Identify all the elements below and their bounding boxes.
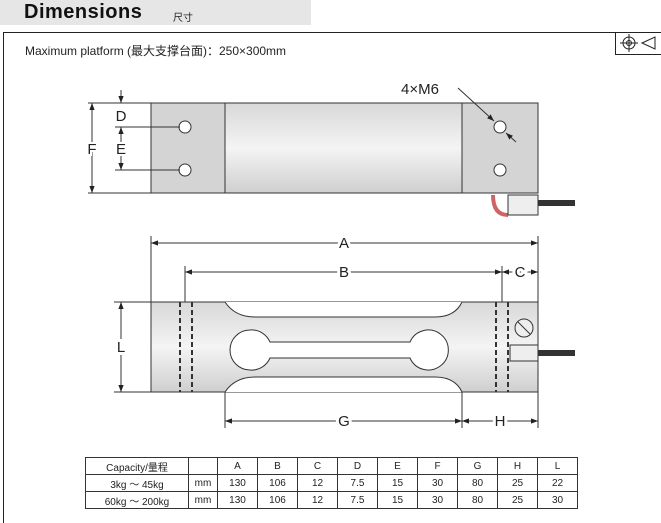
table-cell: 106: [257, 474, 298, 492]
table-cell: 7.5: [337, 474, 378, 492]
table-header: B: [257, 457, 298, 475]
table-cell: 30: [537, 491, 578, 509]
hole-label: 4×M6: [401, 81, 439, 98]
table-cell: 12: [297, 491, 338, 509]
side-view: [114, 236, 575, 428]
max-platform-text: Maximum platform (最大支撑台面)：250×300mm: [25, 44, 287, 58]
top-view: [88, 87, 575, 217]
dim-label-g: G: [338, 413, 350, 430]
table-cell: 22: [537, 474, 578, 492]
dim-label-c: C: [515, 264, 526, 281]
table-header: C: [297, 457, 338, 475]
table-cell: 30: [417, 474, 458, 492]
dim-label-f: F: [87, 141, 96, 158]
dim-label-e: E: [116, 141, 126, 158]
projection-symbol-icon: [615, 32, 661, 55]
dim-label-b: B: [339, 264, 349, 281]
section-header: Dimensions 尺寸: [0, 0, 311, 25]
dim-label-h: H: [495, 413, 506, 430]
table-cell: 15: [377, 491, 418, 509]
dim-label-d: D: [116, 108, 127, 125]
table-header: G: [457, 457, 498, 475]
table-header: E: [377, 457, 418, 475]
section-title: Dimensions: [24, 1, 143, 23]
section-subtitle: 尺寸: [173, 13, 193, 24]
table-cell: 130: [217, 474, 258, 492]
dim-label-a: A: [339, 235, 349, 252]
table-cell: 12: [297, 474, 338, 492]
table-cell: 130: [217, 491, 258, 509]
table-header: Capacity/量程: [85, 457, 189, 475]
table-cell: mm: [188, 491, 218, 509]
table-header: H: [497, 457, 538, 475]
table-cell: 80: [457, 491, 498, 509]
dim-label-l: L: [117, 339, 125, 356]
table-cell: 25: [497, 474, 538, 492]
table-header: F: [417, 457, 458, 475]
drawing-frame: [3, 32, 661, 523]
table-cell: 106: [257, 491, 298, 509]
table-header: A: [217, 457, 258, 475]
table-cell: 25: [497, 491, 538, 509]
table-cell: 15: [377, 474, 418, 492]
table-header: L: [537, 457, 578, 475]
table-header: [188, 457, 218, 475]
table-cell: 3kg ～ 45kg: [85, 474, 189, 492]
table-header: D: [337, 457, 378, 475]
table-cell: 7.5: [337, 491, 378, 509]
table-cell: 80: [457, 474, 498, 492]
table-cell: mm: [188, 474, 218, 492]
table-cell: 60kg ～ 200kg: [85, 491, 189, 509]
table-cell: 30: [417, 491, 458, 509]
